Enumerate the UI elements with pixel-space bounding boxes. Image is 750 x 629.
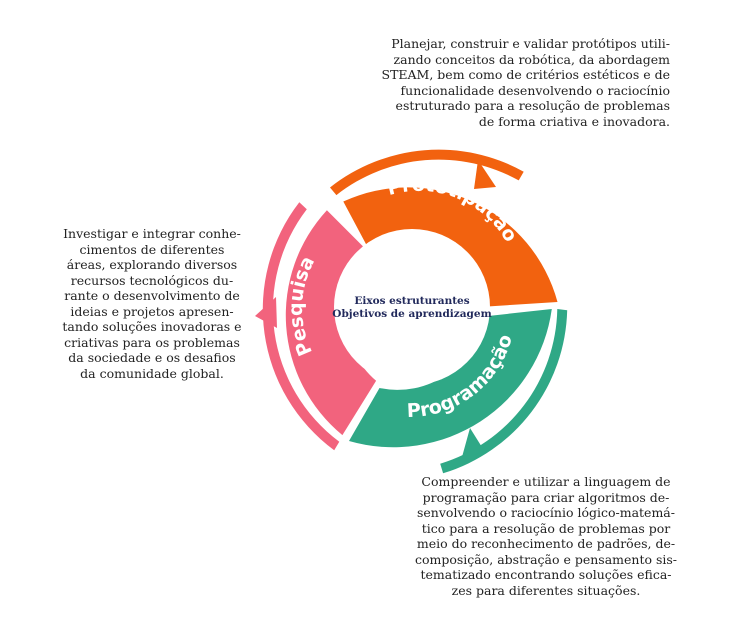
- programacao-description-line: tico para a resolução de problemas por: [421, 520, 671, 536]
- programacao-description-line: tematizado encontrando soluções efica-: [420, 567, 672, 582]
- prototipacao-arrow-head: [474, 160, 496, 189]
- pesquisa-description-line: ideias e projetos apresen-: [70, 303, 234, 319]
- pesquisa-arrow-head: [255, 297, 277, 328]
- prototipacao-description: Planejar, construir e validar protótipos…: [360, 36, 671, 129]
- programacao-arrow-head: [462, 428, 485, 457]
- programacao-description-line: composição, abstração e pensamento sis-: [414, 551, 678, 567]
- prototipacao-description-line: de forma criativa e inovadora.: [478, 113, 670, 129]
- pesquisa-description-line: tando soluções inovadoras e: [62, 319, 242, 334]
- programacao-description-line: programação para criar algoritmos de-: [422, 489, 670, 505]
- prototipacao-arrow-band: [330, 149, 524, 196]
- pesquisa-description-line: da sociedade e os desafios: [68, 350, 236, 365]
- pesquisa-description: Investigar e integrar conhe- cimentos de…: [36, 226, 268, 381]
- pesquisa-description-line: rante o desenvolvimento de: [64, 288, 240, 303]
- prototipacao-description-line: estruturado para a resolução de problema…: [395, 98, 670, 113]
- pesquisa-description-line: da comunidade global.: [80, 365, 224, 381]
- programacao-description-line: meio do reconhecimento de padrões, de-: [416, 536, 676, 551]
- programacao-description-line: Compreender e utilizar a linguagem de: [421, 474, 671, 489]
- programacao-arrow-band: [440, 309, 568, 474]
- programacao-segment: [349, 309, 552, 448]
- programacao-description-line: senvolvendo o raciocínio lógico-matemá-: [417, 505, 675, 520]
- pesquisa-description-line: cimentos de diferentes: [79, 241, 225, 257]
- pesquisa-description-line: Investigar e integrar conhe-: [63, 226, 241, 241]
- prototipacao-description-line: STEAM, bem como de critérios estéticos e…: [381, 67, 671, 82]
- pesquisa-arrow-band: [262, 202, 340, 451]
- prototipacao-description-line: zando conceitos da robótica, da abordage…: [393, 51, 670, 67]
- programacao-description-line: zes para diferentes situações.: [451, 582, 641, 598]
- center-subtitle: Objetivos de aprendizagem: [332, 308, 491, 320]
- pesquisa-description-line: áreas, explorando diversos: [66, 257, 238, 272]
- center-hub: [334, 229, 490, 385]
- prototipacao-description-line: funcionalidade desenvolvendo o raciocíni…: [400, 82, 670, 98]
- prototipacao-description-line: Planejar, construir e validar protótipos…: [391, 36, 670, 51]
- pesquisa-description-line: recursos tecnológicos du-: [70, 272, 234, 288]
- pesquisa-description-line: criativas para os problemas: [64, 334, 240, 350]
- center-title: Eixos estruturantes: [354, 295, 469, 307]
- programacao-description: Compreender e utilizar a linguagem de pr…: [400, 474, 692, 598]
